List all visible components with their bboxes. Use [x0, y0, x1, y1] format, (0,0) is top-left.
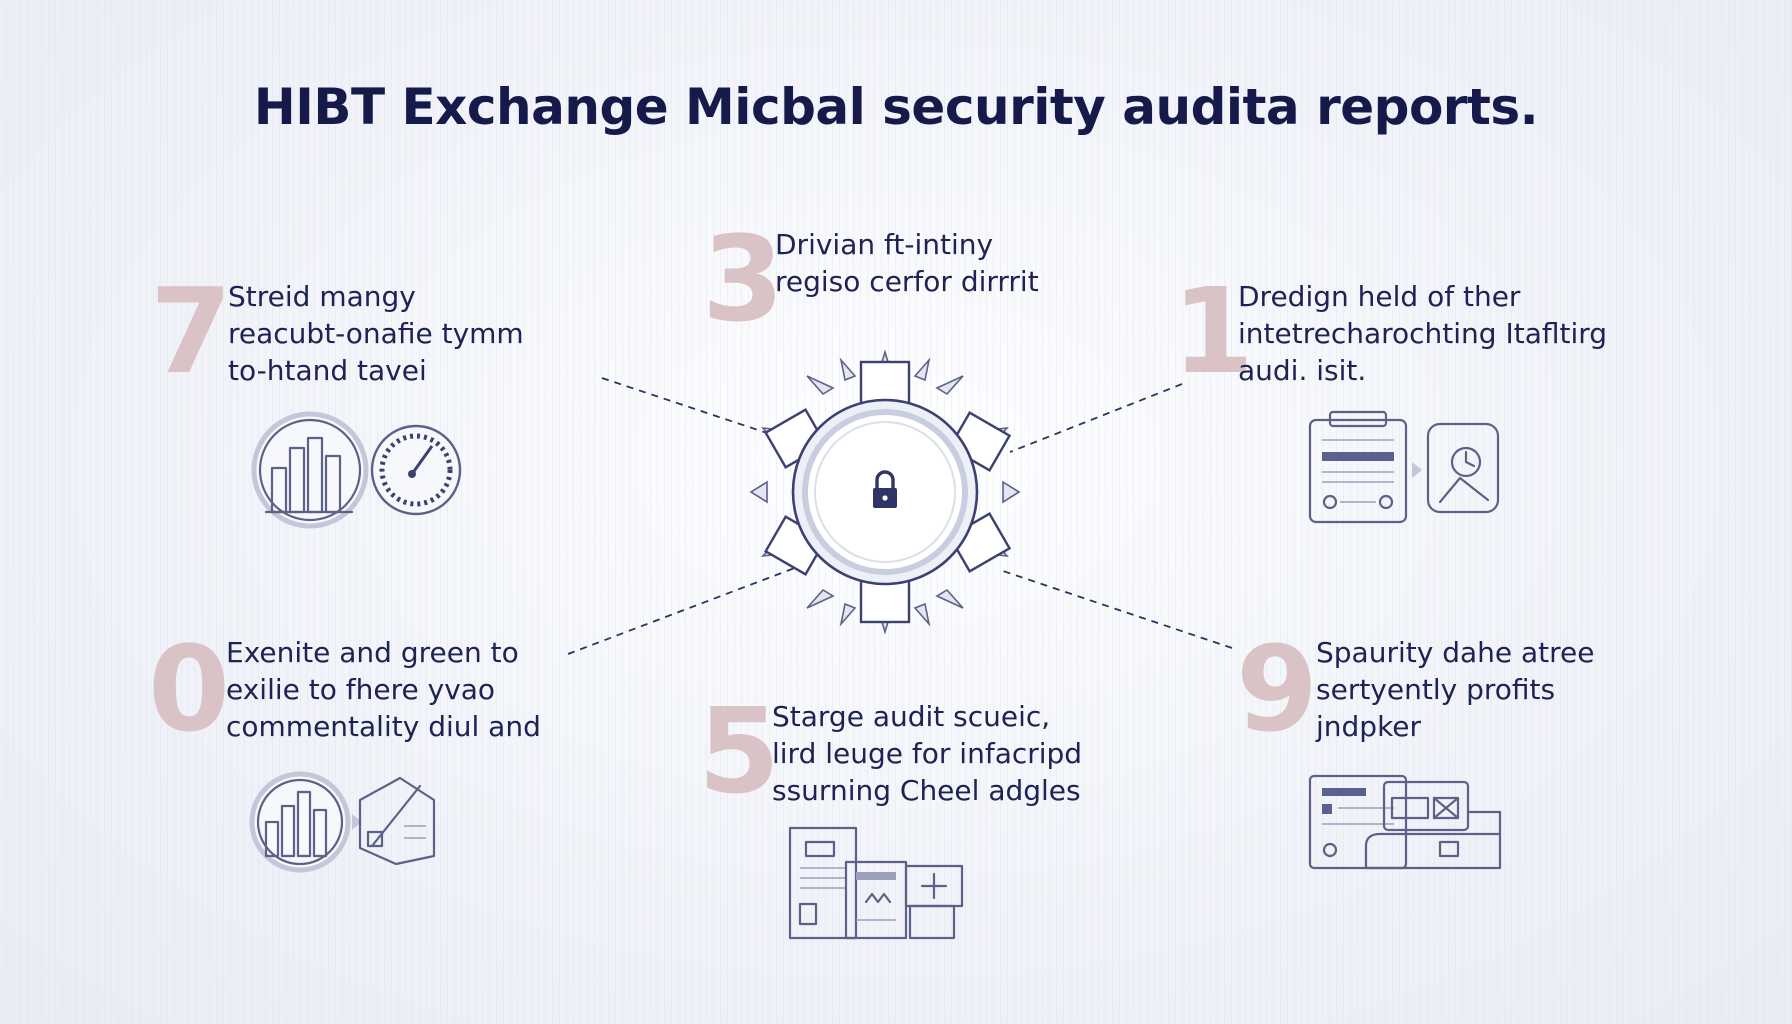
step-3-line-1: Drivian ft-intiny: [775, 228, 994, 261]
step-1-line-2: intetrecharochting Itafltirg: [1238, 317, 1608, 350]
connector-top-left: [601, 377, 771, 435]
step-9-line-3: jndpker: [1316, 710, 1422, 743]
documents-icon: [788, 826, 964, 940]
pen-doc-icon: [358, 776, 436, 866]
step-5-line-2: lird leuge for infacripd: [772, 737, 1083, 770]
step-7-line-2: reacubt-onafie tymm: [228, 317, 524, 350]
step-0-line-1: Exenite and green to: [226, 636, 519, 669]
page-title: HIBT Exchange Micbal security audita rep…: [253, 78, 1539, 136]
step-number-9: 9: [1236, 620, 1319, 758]
connector-bottom-right: [999, 569, 1233, 649]
browser-window-icon: [1308, 774, 1502, 870]
step-text-7: Streid mangy reacubt-onafie tymm to-htan…: [228, 278, 524, 389]
step-9-line-1: Spaurity dahe atree: [1316, 636, 1595, 669]
step-1-line-3: audi. isit.: [1238, 354, 1367, 387]
step-7-line-1: Streid mangy: [228, 280, 416, 313]
step-text-1: Dredign held of ther intetrecharochting …: [1238, 278, 1607, 389]
bar-chart-icon: [251, 411, 369, 529]
step-7-line-3: to-htand tavei: [228, 354, 427, 387]
step-5-line-3: ssurning Cheel adgles: [772, 774, 1081, 807]
clock-icon: [1426, 422, 1500, 514]
clipboard-icon: [1308, 410, 1408, 524]
step-number-7: 7: [150, 262, 233, 400]
step-9-line-2: sertyently profits: [1316, 673, 1556, 706]
step-3-line-2: regiso cerfor dirrrit: [775, 265, 1039, 298]
step-number-1: 1: [1172, 262, 1255, 400]
step-1-line-1: Dredign held of ther: [1238, 280, 1521, 313]
gauge-icon: [370, 424, 462, 516]
connector-bottom-left: [567, 565, 801, 655]
step-number-3: 3: [702, 210, 785, 348]
connector-top-right: [1009, 383, 1183, 453]
chart-doc-icon: [249, 771, 351, 873]
lock-icon: [873, 470, 897, 508]
step-number-0: 0: [148, 620, 231, 758]
step-text-5: Starge audit scueic, lird leuge for infa…: [772, 698, 1082, 809]
step-5-line-1: Starge audit scueic,: [772, 700, 1051, 733]
step-text-3: Drivian ft-intiny regiso cerfor dirrrit: [775, 226, 1039, 300]
step-number-5: 5: [698, 682, 781, 820]
step-text-9: Spaurity dahe atree sertyently profits j…: [1316, 634, 1594, 745]
step-text-0: Exenite and green to exilie to fhere yva…: [226, 634, 541, 745]
step-0-line-3: commentality diul and: [226, 710, 541, 743]
step-0-line-2: exilie to fhere yvao: [226, 673, 496, 706]
